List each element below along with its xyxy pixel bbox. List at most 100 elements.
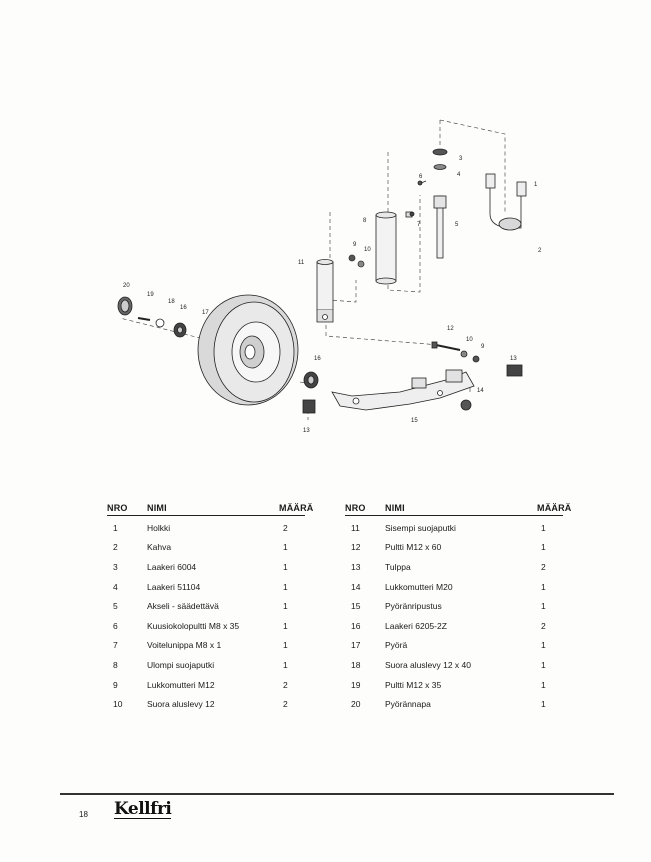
part-quantity: 1 bbox=[541, 522, 546, 533]
callout-label: 7 bbox=[417, 222, 421, 228]
part-quantity: 1 bbox=[283, 542, 288, 553]
part-quantity: 1 bbox=[541, 542, 546, 553]
part-name: Suora aluslevy 12 x 40 bbox=[385, 659, 471, 670]
part-quantity: 1 bbox=[541, 699, 546, 710]
callout-label: 13 bbox=[303, 428, 310, 434]
header-nro: NRO bbox=[107, 503, 128, 513]
part-number: 5 bbox=[113, 601, 118, 612]
part-number: 19 bbox=[351, 679, 361, 690]
part-number: 16 bbox=[351, 620, 361, 631]
part-quantity: 2 bbox=[283, 679, 288, 690]
callout-label: 2 bbox=[538, 248, 542, 254]
brand-logo: Kellfri bbox=[114, 799, 172, 819]
part-quantity: 2 bbox=[541, 561, 546, 572]
part-name: Pyörännapa bbox=[385, 699, 431, 710]
table-row: 5 Akseli - säädettävä 1 bbox=[107, 596, 305, 616]
page-number: 18 bbox=[79, 810, 88, 819]
part-name: Kahva bbox=[147, 542, 172, 553]
part-name: Pyörä bbox=[385, 640, 408, 651]
part-number: 8 bbox=[113, 659, 118, 670]
part-name: Holkki bbox=[147, 522, 171, 533]
callout-label: 16 bbox=[180, 305, 187, 311]
callout-label: 16 bbox=[314, 356, 321, 362]
callout-label: 19 bbox=[147, 292, 154, 298]
callout-label: 1 bbox=[534, 182, 538, 188]
part-name: Ulompi suojaputki bbox=[147, 659, 215, 670]
part-number: 10 bbox=[113, 699, 123, 710]
table-row: 8 Ulompi suojaputki 1 bbox=[107, 655, 305, 675]
callout-label: 10 bbox=[364, 247, 371, 253]
part-quantity: 1 bbox=[283, 659, 288, 670]
part-number: 14 bbox=[351, 581, 361, 592]
table-header: NRO NIMI MÄÄRÄ bbox=[107, 500, 314, 516]
part-number: 7 bbox=[113, 640, 118, 651]
callout-label: 9 bbox=[481, 344, 485, 350]
part-quantity: 1 bbox=[283, 561, 288, 572]
part-name: Pultti M12 x 35 bbox=[385, 679, 442, 690]
header-maara: MÄÄRÄ bbox=[279, 503, 314, 513]
header-nimi: NIMI bbox=[147, 503, 167, 513]
part-quantity: 2 bbox=[283, 699, 288, 710]
part-name: Kuusiokolopultti M8 x 35 bbox=[147, 620, 240, 631]
part-name: Suora aluslevy 12 bbox=[147, 699, 215, 710]
handle-part bbox=[485, 173, 527, 231]
callout-label: 13 bbox=[510, 356, 517, 362]
callout-label: 10 bbox=[466, 337, 473, 343]
callout-label: 17 bbox=[202, 310, 209, 316]
part-number: 13 bbox=[351, 561, 361, 572]
table-row: 9 Lukkomutteri M12 2 bbox=[107, 675, 305, 695]
callout-label: 5 bbox=[455, 222, 459, 228]
part-quantity: 1 bbox=[541, 601, 546, 612]
part-number: 17 bbox=[351, 640, 361, 651]
table-header: NRO NIMI MÄÄRÄ bbox=[345, 500, 572, 516]
part-name: Pultti M12 x 60 bbox=[385, 542, 442, 553]
part-name: Tulppa bbox=[385, 561, 411, 572]
part-number: 3 bbox=[113, 561, 118, 572]
part-quantity: 1 bbox=[283, 601, 288, 612]
header-maara: MÄÄRÄ bbox=[537, 503, 572, 513]
part-quantity: 1 bbox=[283, 620, 288, 631]
part-name: Voitelunippa M8 x 1 bbox=[147, 640, 222, 651]
part-number: 15 bbox=[351, 601, 361, 612]
part-number: 11 bbox=[351, 522, 360, 533]
part-name: Lukkomutteri M12 bbox=[147, 679, 215, 690]
callout-label: 3 bbox=[459, 156, 463, 162]
part-name: Akseli - säädettävä bbox=[147, 601, 219, 612]
callout-label: 11 bbox=[298, 260, 305, 266]
table-row: 10 Suora aluslevy 12 2 bbox=[107, 694, 305, 714]
part-name: Laakeri 6205-2Z bbox=[385, 620, 447, 631]
callout-label: 9 bbox=[353, 242, 357, 248]
part-name: Laakeri 6004 bbox=[147, 561, 197, 572]
table-row: 13 Tulppa 2 bbox=[345, 557, 563, 577]
callout-labels: 1 2 3 4 5 6 7 8 9 10 11 12 9 10 13 14 15… bbox=[123, 156, 542, 434]
part-quantity: 1 bbox=[541, 581, 546, 592]
table-row: 3 Laakeri 6004 1 bbox=[107, 557, 305, 577]
axle-part bbox=[409, 148, 448, 259]
part-number: 9 bbox=[113, 679, 118, 690]
inner-tube-part bbox=[316, 259, 334, 323]
table-row: 12 Pultti M12 x 60 1 bbox=[345, 538, 563, 558]
part-quantity: 1 bbox=[283, 640, 288, 651]
part-number: 12 bbox=[351, 542, 361, 553]
callout-label: 12 bbox=[447, 326, 454, 332]
outer-tube-part bbox=[375, 211, 413, 285]
part-quantity: 2 bbox=[283, 522, 288, 533]
callout-label: 18 bbox=[168, 299, 175, 305]
part-number: 4 bbox=[113, 581, 118, 592]
wheel-part bbox=[197, 294, 299, 406]
callout-label: 14 bbox=[477, 388, 484, 394]
table-row: 7 Voitelunippa M8 x 1 1 bbox=[107, 636, 305, 656]
